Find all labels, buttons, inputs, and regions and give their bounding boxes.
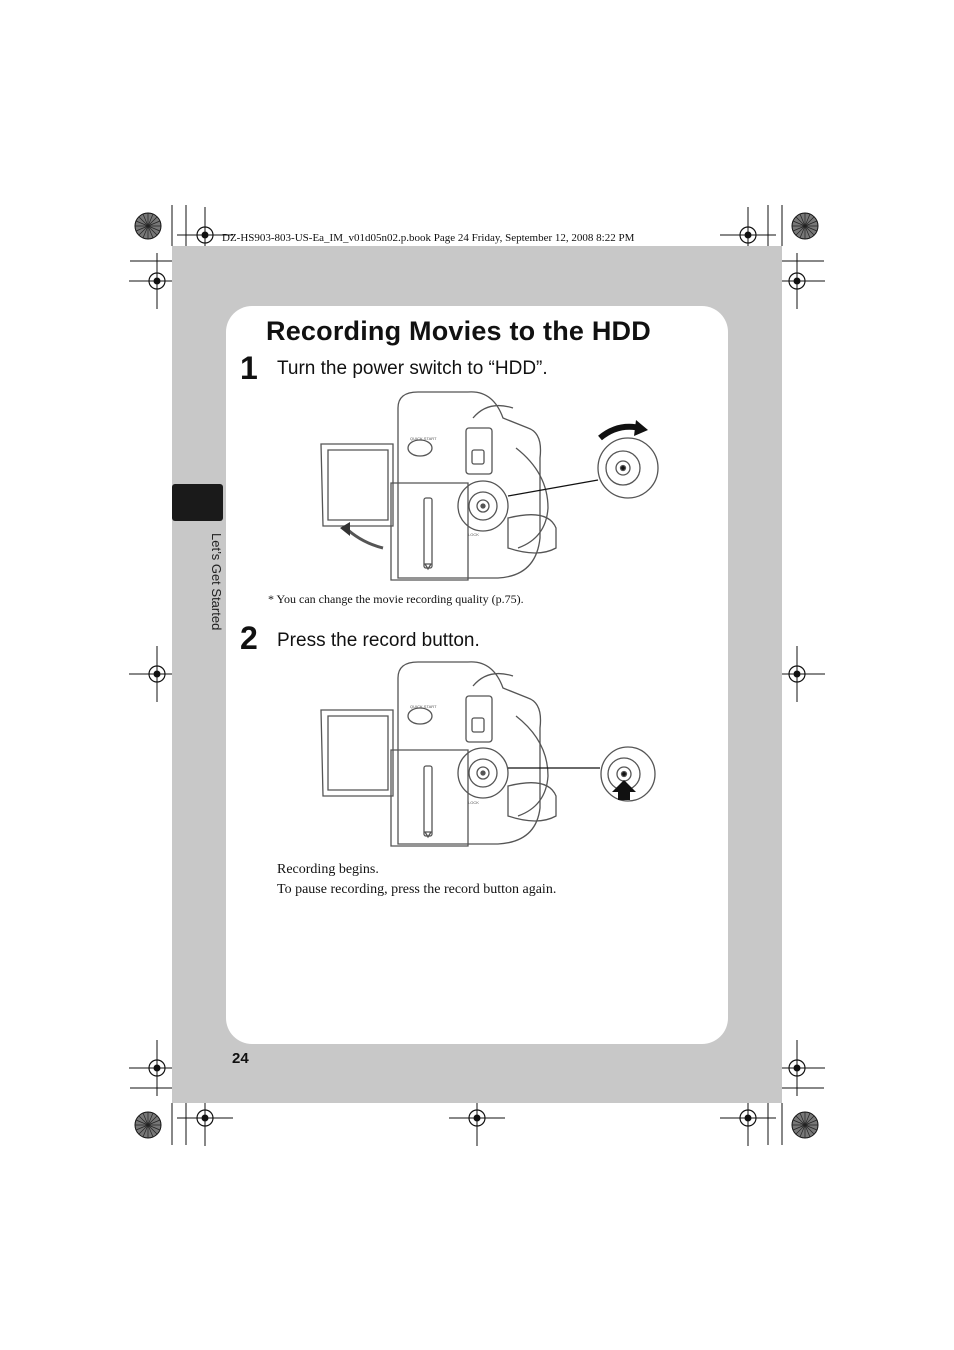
power-switch-dial	[457, 480, 509, 532]
color-star-target-top-left	[134, 212, 162, 240]
camcorder-body	[397, 391, 542, 579]
record-button	[476, 766, 490, 780]
color-star-target-top-right	[791, 212, 819, 240]
power-switch-dial-closeup	[597, 437, 659, 499]
color-star-target-bottom-right	[791, 1111, 819, 1139]
step-1-number: 1	[240, 350, 258, 386]
crop-lines	[130, 205, 824, 1145]
quality-note: * You can change the movie recording qua…	[268, 592, 524, 606]
section-label-text: Let’s Get Started	[209, 533, 224, 631]
camcorder-illustration-power-switch: QUICK START LOCK	[320, 391, 659, 581]
record-button-closeup	[600, 746, 656, 802]
quick-start-button-2	[407, 707, 433, 725]
quick-start-label: QUICK START	[410, 436, 437, 441]
page-title: Recording Movies to the HDD	[266, 316, 651, 346]
camcorder-grip-panel	[390, 482, 469, 581]
lock-label-2: LOCK	[468, 800, 479, 805]
step-2-number: 2	[240, 620, 258, 656]
camcorder-illustration-record-button: QUICK START LOCK	[320, 661, 656, 847]
file-info-header: DZ-HS903-803-US-Ea_IM_v01d05n02.p.book P…	[222, 232, 635, 244]
camcorder-body-2	[397, 661, 542, 845]
result-line-1: Recording begins.	[277, 862, 379, 877]
step-1-text: Turn the power switch to “HDD”.	[277, 358, 548, 379]
lock-label: LOCK	[468, 532, 479, 537]
quick-start-button	[407, 439, 433, 457]
page-number: 24	[232, 1050, 249, 1067]
camcorder-grip-panel-2	[390, 749, 469, 847]
lcd-screen-2	[320, 709, 394, 797]
section-label: Let’s Get Started	[209, 533, 224, 633]
section-tab-marker	[172, 484, 223, 521]
record-dial	[457, 747, 509, 799]
step-2-text: Press the record button.	[277, 630, 480, 651]
result-line-2: To pause recording, press the record but…	[277, 882, 557, 897]
color-star-target-bottom-left	[134, 1111, 162, 1139]
quick-start-label-2: QUICK START	[410, 704, 437, 709]
lcd-screen	[320, 443, 394, 527]
